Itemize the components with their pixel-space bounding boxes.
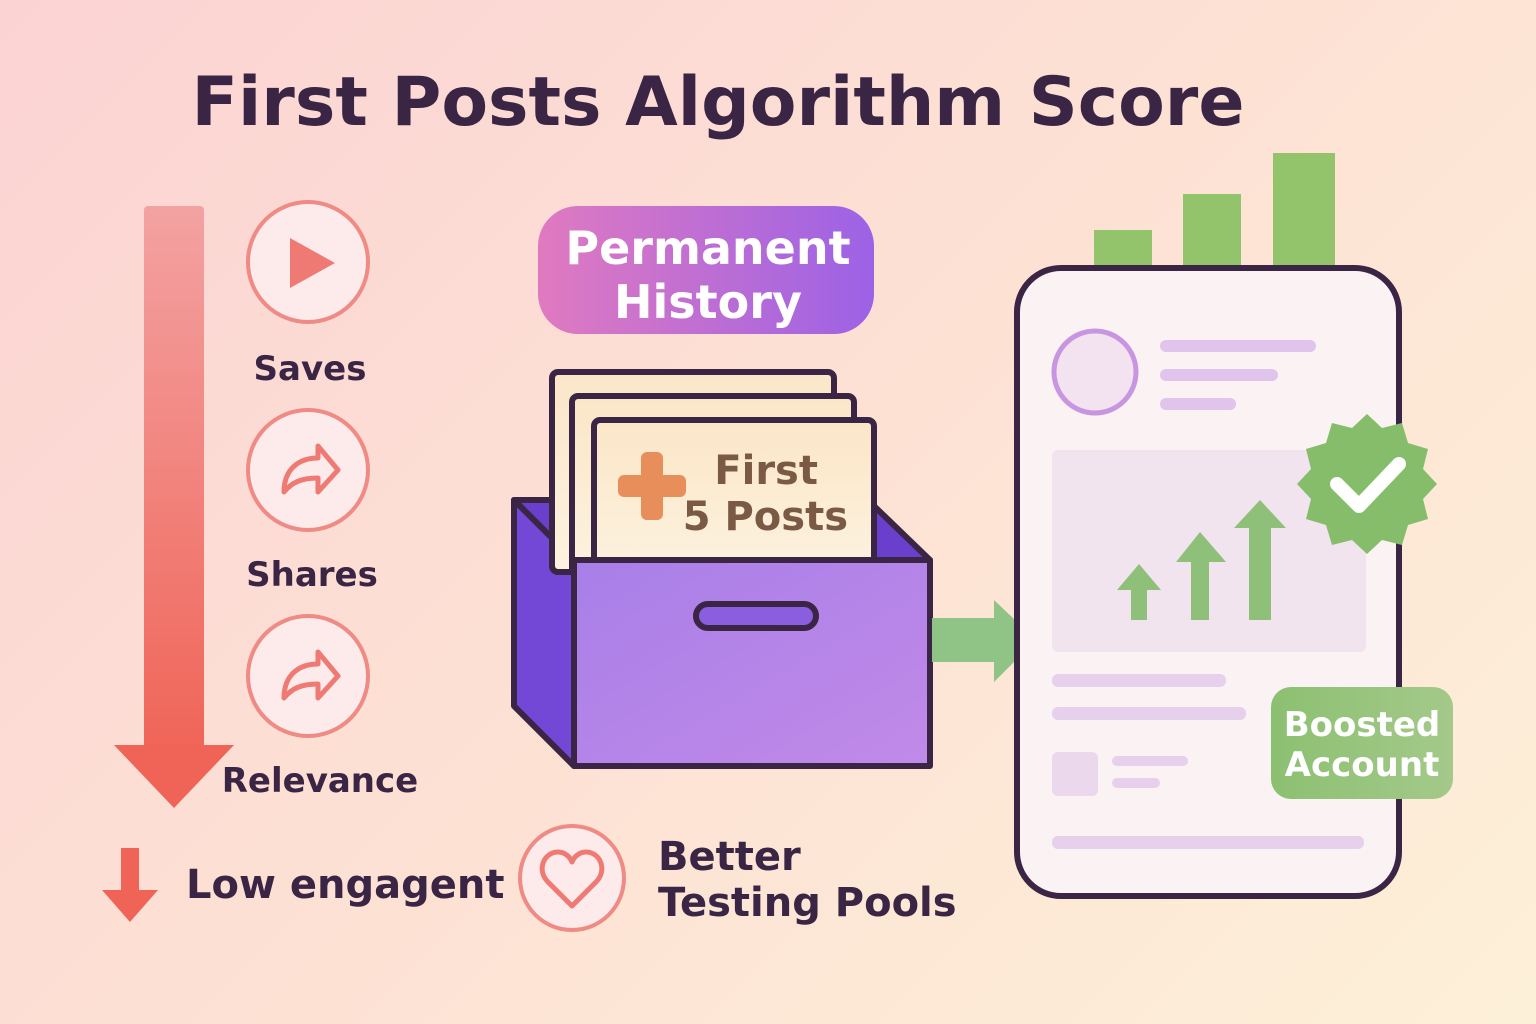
svg-text:First: First — [714, 448, 818, 494]
plus-icon — [618, 452, 686, 520]
metric-label: Relevance — [222, 761, 418, 801]
avatar — [1051, 328, 1139, 416]
svg-text:Boosted: Boosted — [1284, 705, 1441, 745]
metric-relevance: Relevance — [222, 614, 418, 801]
heart-icon — [518, 824, 626, 932]
growth-arrows-icon — [1117, 500, 1286, 620]
testing-pools: Better Testing Pools — [518, 824, 957, 932]
share-icon — [246, 408, 370, 532]
svg-text:History: History — [614, 275, 802, 329]
bar-chart-icon — [1094, 153, 1335, 280]
low-engagement: Low engagent — [102, 848, 504, 922]
down-arrow-icon — [102, 848, 158, 922]
svg-text:5 Posts: 5 Posts — [683, 494, 848, 540]
low-engagement-label: Low engagent — [186, 862, 504, 908]
metric-shares: Shares — [246, 408, 378, 595]
share-icon — [246, 614, 370, 738]
svg-text:Testing Pools: Testing Pools — [658, 880, 957, 926]
svg-text:Account: Account — [1285, 745, 1440, 785]
verified-check-icon — [1297, 414, 1437, 554]
phone-mockup — [1014, 265, 1402, 899]
file-box-illustration: First 5 Posts — [511, 369, 933, 769]
permanent-history-badge: Permanent History — [538, 206, 874, 334]
box-handle — [693, 601, 819, 631]
svg-text:Permanent: Permanent — [565, 221, 850, 275]
big-down-arrow-icon — [114, 206, 234, 808]
metric-label: Saves — [254, 349, 367, 389]
metric-saves: Saves — [246, 200, 370, 389]
boosted-account-badge: Boosted Account — [1271, 687, 1453, 799]
page-title: First Posts Algorithm Score — [192, 63, 1245, 142]
metric-label: Shares — [246, 555, 378, 595]
svg-text:Better: Better — [658, 834, 801, 880]
